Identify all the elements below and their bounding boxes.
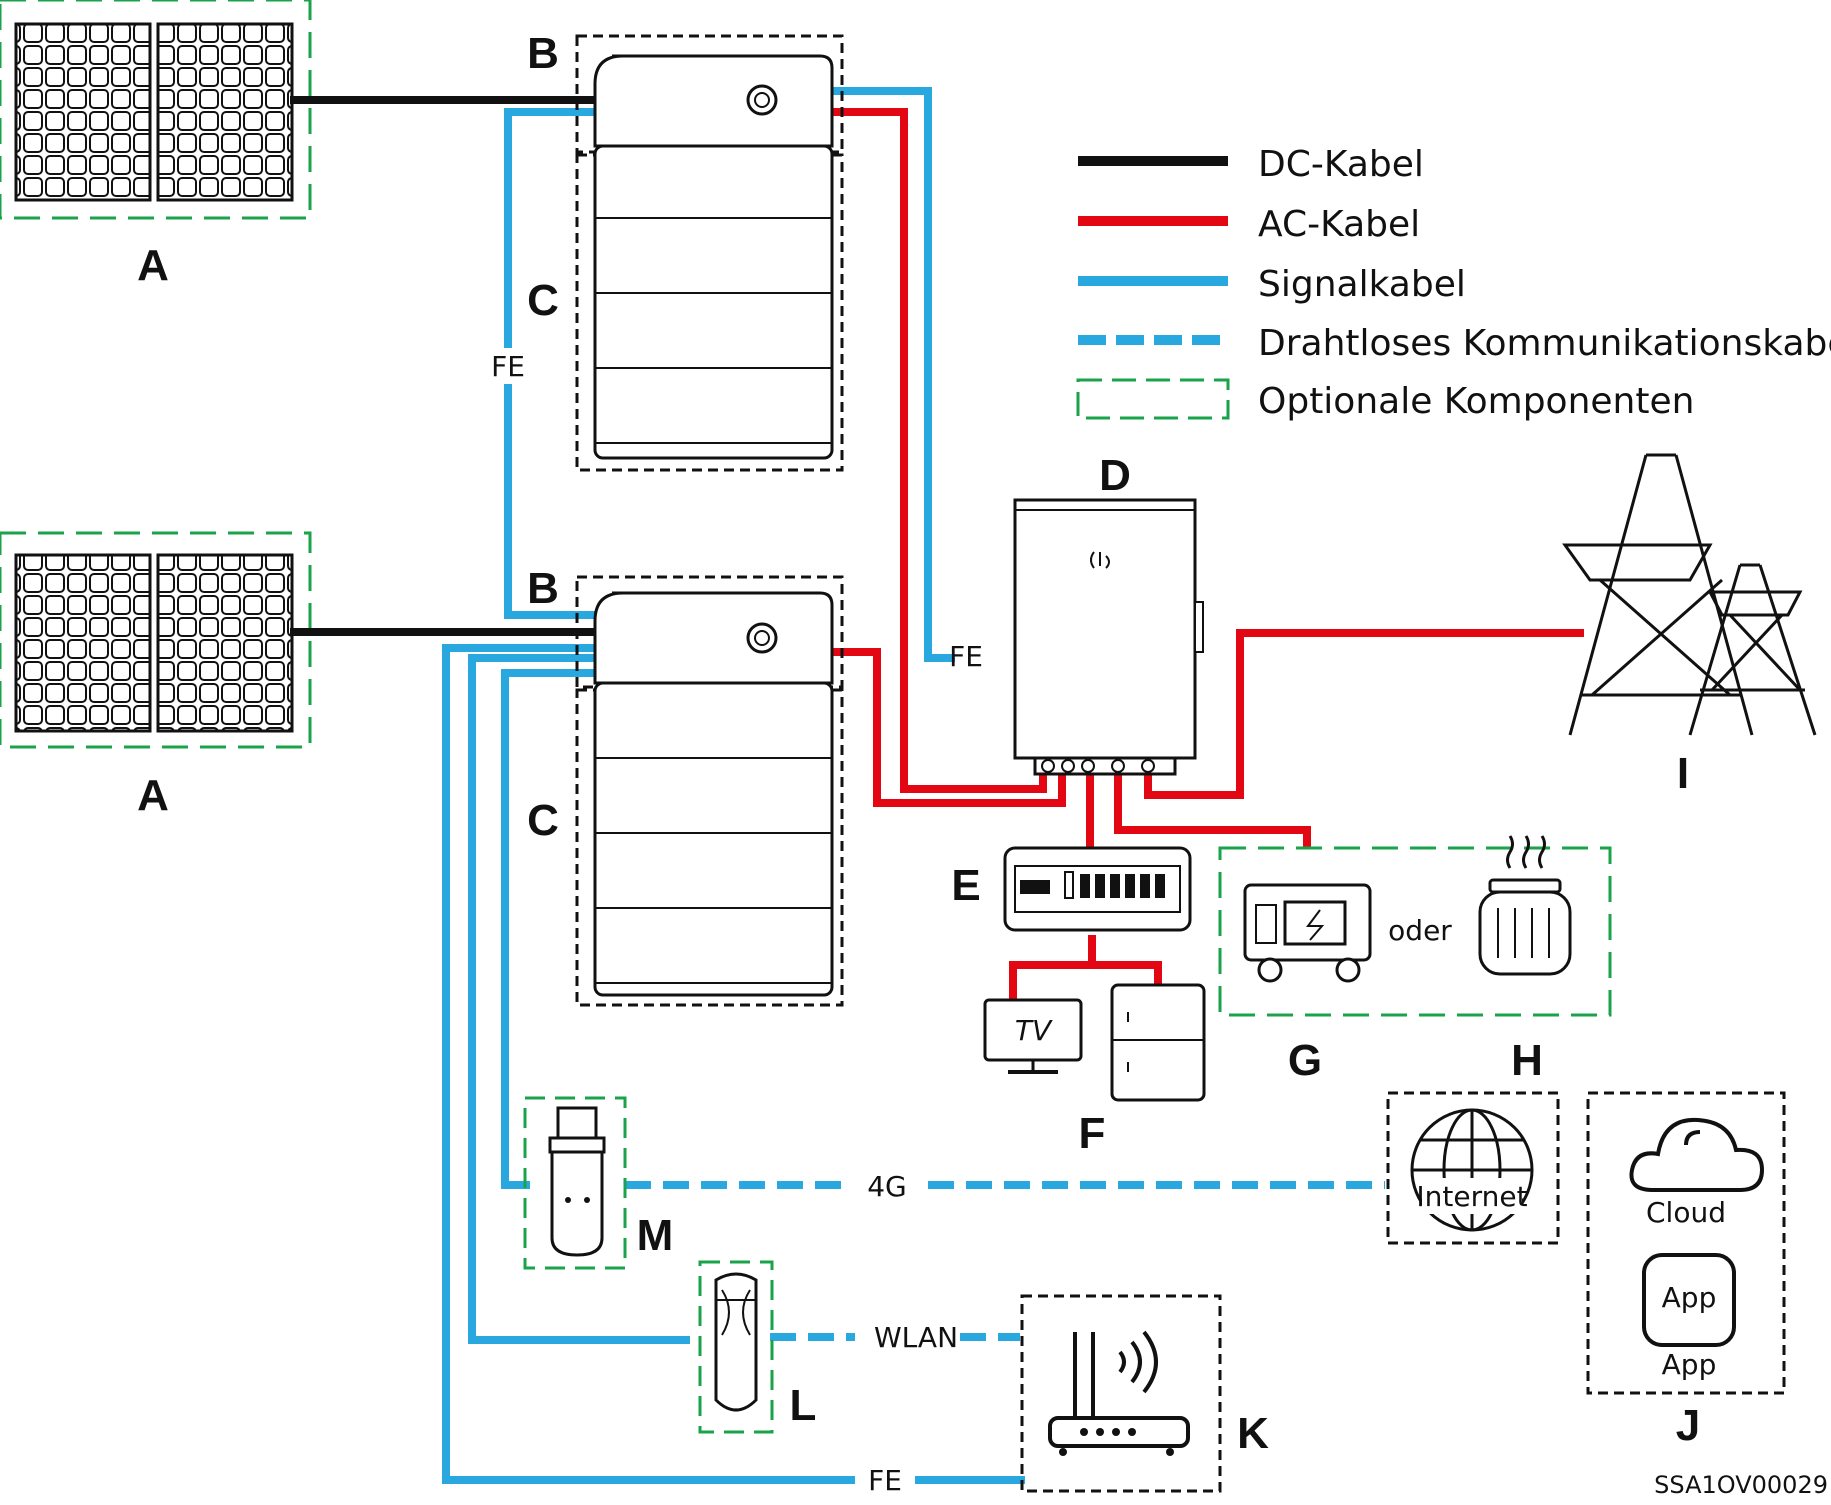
component-labels: A A B B C C D E F G H I J K L M bbox=[137, 29, 1700, 1458]
inverter-top bbox=[575, 34, 844, 154]
ac-cables bbox=[830, 108, 1584, 1000]
legend-swatch-optional bbox=[1076, 378, 1230, 420]
label-b-top: B bbox=[527, 29, 559, 78]
battery-top bbox=[575, 144, 844, 472]
legend-label-optional: Optionale Komponenten bbox=[1258, 381, 1694, 422]
power-unit-icon bbox=[1013, 498, 1204, 776]
inverter-icon bbox=[593, 591, 834, 685]
label-a-bottom: A bbox=[137, 771, 169, 820]
optional-box bbox=[1218, 846, 1612, 1017]
legend-label-wireless: Drahtloses Kommunikationskabel bbox=[1258, 323, 1831, 364]
generator-icon bbox=[1243, 883, 1372, 983]
label-h: H bbox=[1511, 1036, 1543, 1085]
group-box bbox=[1586, 1091, 1786, 1395]
app-icon-label: App bbox=[1662, 1281, 1717, 1314]
legend-label-ac: AC-Kabel bbox=[1258, 204, 1420, 245]
solar-array-top bbox=[0, 0, 312, 220]
distribution-box-icon bbox=[1003, 846, 1192, 932]
group-box bbox=[575, 575, 844, 689]
label-l: L bbox=[790, 1381, 817, 1430]
solar-array-bottom bbox=[0, 531, 312, 749]
dc-cables bbox=[290, 96, 597, 636]
battery-bottom bbox=[575, 681, 844, 1007]
label-k: K bbox=[1237, 1409, 1269, 1458]
cloud-label: Cloud bbox=[1646, 1196, 1726, 1229]
legend: DC-Kabel AC-Kabel Signalkabel Drahtloses… bbox=[1076, 144, 1831, 422]
fe-label-2: FE bbox=[949, 640, 983, 673]
label-f: F bbox=[1079, 1109, 1106, 1158]
label-e: E bbox=[951, 861, 980, 910]
label-oder: oder bbox=[1388, 914, 1452, 947]
app-label: App bbox=[1662, 1348, 1717, 1381]
optional-box bbox=[698, 1260, 774, 1434]
fe-label-3: FE bbox=[868, 1464, 902, 1497]
transformer-icon bbox=[1478, 835, 1572, 976]
solar-panel-icon bbox=[14, 22, 294, 202]
router-icon bbox=[1048, 1330, 1190, 1456]
optional-box bbox=[523, 1096, 627, 1270]
label-wlan: WLAN bbox=[874, 1321, 958, 1354]
label-g: G bbox=[1288, 1036, 1322, 1085]
tv-text: TV bbox=[1015, 1014, 1053, 1047]
pylon-icon bbox=[1562, 453, 1754, 736]
label-c-top: C bbox=[527, 276, 559, 325]
connection-labels: FE FE FE 4G WLAN oder Internet Cloud App… bbox=[485, 348, 1828, 1499]
group-box bbox=[1386, 1091, 1560, 1245]
label-b-bottom: B bbox=[527, 564, 559, 613]
battery-icon bbox=[593, 681, 834, 997]
dongle-icon bbox=[714, 1272, 758, 1412]
wireless-cables bbox=[625, 1181, 1385, 1341]
optional-box bbox=[0, 531, 312, 749]
inverter-icon bbox=[593, 54, 834, 148]
internet-label-bg bbox=[1422, 1178, 1522, 1214]
label-a-top: A bbox=[137, 241, 169, 290]
label-d: D bbox=[1099, 451, 1131, 500]
tv-icon: TV bbox=[983, 998, 1083, 1074]
cloud-icon bbox=[1629, 1117, 1765, 1192]
dongle-icon bbox=[548, 1106, 606, 1257]
app-icon bbox=[1642, 1253, 1736, 1347]
pylon-icon bbox=[1688, 563, 1817, 736]
label-c-bottom: C bbox=[527, 796, 559, 845]
inverter-bottom bbox=[575, 575, 844, 689]
optional-box bbox=[0, 0, 312, 220]
label-j: J bbox=[1676, 1401, 1700, 1450]
document-code: SSA1OV00029 bbox=[1654, 1471, 1828, 1499]
fe-label-1: FE bbox=[491, 350, 525, 383]
battery-icon bbox=[593, 144, 834, 460]
group-box bbox=[1020, 1294, 1222, 1493]
fridge-icon bbox=[1110, 983, 1206, 1102]
label-i: I bbox=[1677, 749, 1689, 798]
label-m: M bbox=[637, 1211, 674, 1260]
legend-label-dc: DC-Kabel bbox=[1258, 144, 1424, 185]
label-4g: 4G bbox=[867, 1170, 907, 1203]
solar-panel-icon bbox=[14, 553, 294, 733]
legend-label-signal: Signalkabel bbox=[1258, 264, 1466, 305]
internet-label: Internet bbox=[1416, 1180, 1527, 1213]
